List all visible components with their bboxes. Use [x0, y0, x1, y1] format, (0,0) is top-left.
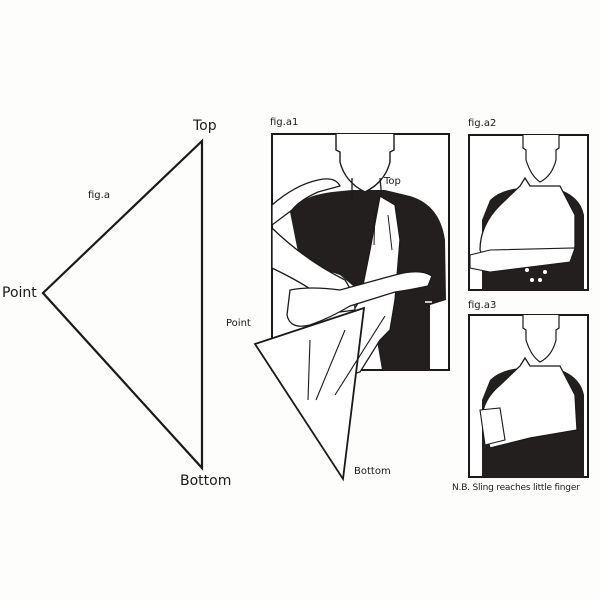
fig-a1-caption: fig.a1: [270, 117, 299, 128]
fig-a-triangle: [41, 138, 204, 471]
fig-a3-illustration: [468, 314, 589, 478]
fig-a1-top-label: Top: [384, 176, 401, 187]
fig-a-bottom-label: Bottom: [180, 473, 232, 489]
fig-a3-caption: fig.a3: [468, 300, 497, 311]
fig-a1-point-label: Point: [226, 318, 251, 329]
fig-a3-note: N.B. Sling reaches little finger: [452, 483, 580, 493]
fig-a-caption: fig.a: [88, 190, 110, 201]
fig-a2-illustration: [468, 134, 589, 291]
fig-a2-caption: fig.a2: [468, 118, 497, 129]
fig-a-top-label: Top: [193, 118, 217, 134]
fig-a1-illustration: [253, 133, 450, 482]
fig-a1-bottom-label: Bottom: [354, 466, 391, 477]
fig-a-point-label: Point: [2, 285, 37, 301]
